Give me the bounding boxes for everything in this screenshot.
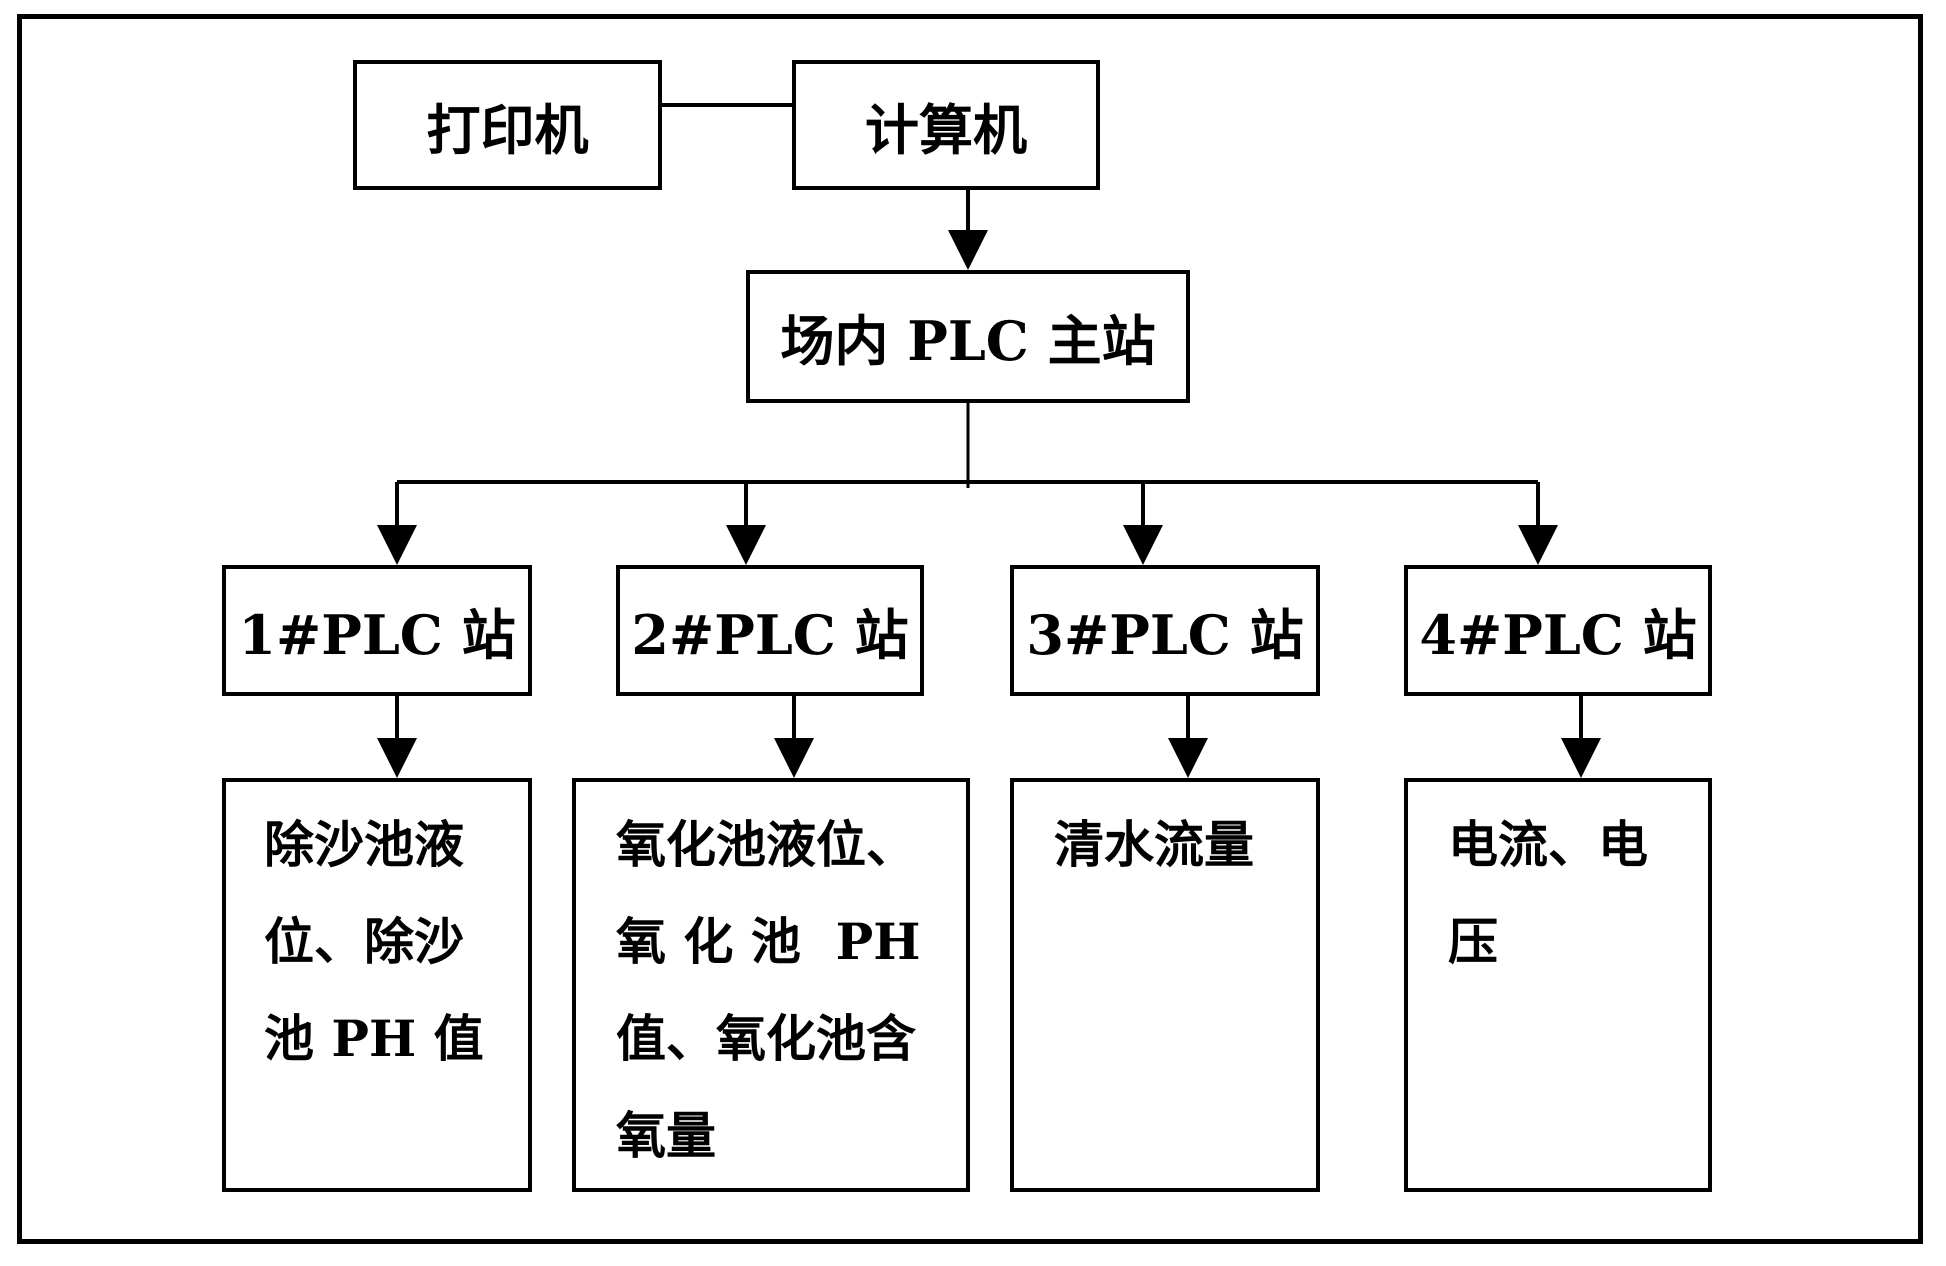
station-1-measurements: 除沙池液 位、除沙 池 PH 值: [222, 778, 532, 1192]
plc-master-node: 场内 PLC 主站: [746, 270, 1190, 403]
computer-node: 计算机: [792, 60, 1100, 190]
plc-station-3: 3#PLC 站: [1010, 565, 1320, 696]
plc-station-1: 1#PLC 站: [222, 565, 532, 696]
diagram-frame: [17, 14, 1923, 1244]
plc-station-4: 4#PLC 站: [1404, 565, 1712, 696]
station-2-measurements: 氧化池液位、 氧 化 池 PH 值、氧化池含 氧量: [572, 778, 970, 1192]
station-4-measurements: 电流、电 压: [1404, 778, 1712, 1192]
printer-node: 打印机: [353, 60, 662, 190]
plc-station-2: 2#PLC 站: [616, 565, 924, 696]
station-3-measurements: 清水流量: [1010, 778, 1320, 1192]
